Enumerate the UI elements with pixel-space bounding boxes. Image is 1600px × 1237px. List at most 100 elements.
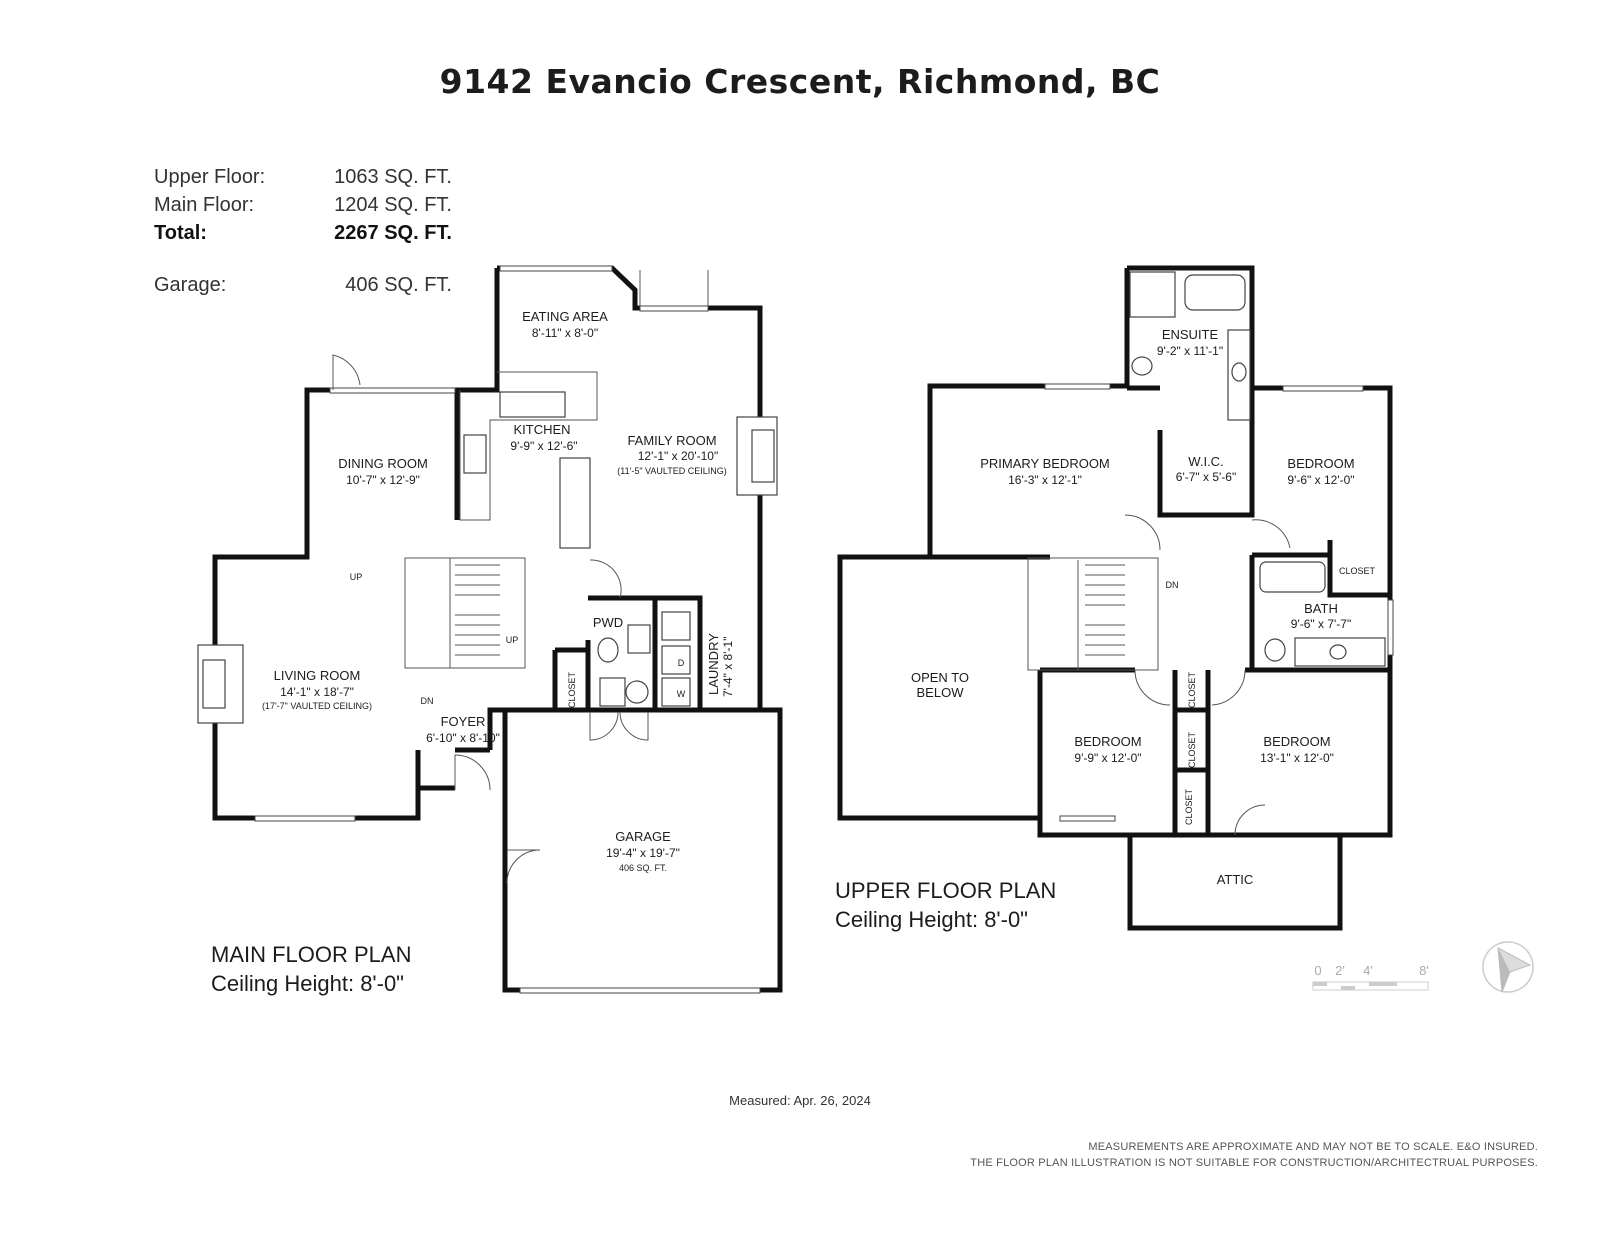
upper-floor-title: UPPER FLOOR PLAN xyxy=(835,878,1057,903)
fireplace-hearth xyxy=(751,429,775,483)
stair-label-down: DN xyxy=(1166,580,1179,590)
main-stairs xyxy=(404,557,526,669)
area-row-main: Main Floor: 1204 SQ. FT. xyxy=(152,194,452,222)
room-note-garage: 406 SQ. FT. xyxy=(619,863,667,873)
stair-label-up: UP xyxy=(506,635,519,645)
open-to-below-line1: OPEN TO xyxy=(911,670,969,685)
room-name-living-room: LIVING ROOM xyxy=(274,668,361,683)
upper-floor-caption: UPPER FLOOR PLAN Ceiling Height: 8'-0" xyxy=(835,876,1056,934)
room-dim-dining-room: 10'-7" x 12'-9" xyxy=(346,473,420,487)
washer xyxy=(661,677,691,707)
toilet xyxy=(597,637,619,663)
room-dim-primary-bedroom: 16'-3" x 12'-1" xyxy=(1008,473,1082,487)
dryer-label: D xyxy=(678,658,685,668)
door-swing xyxy=(589,559,622,599)
area-label: Upper Floor: xyxy=(154,166,266,188)
room-name-bedroom: BEDROOM xyxy=(1263,734,1330,749)
room-name-eating-area: EATING AREA xyxy=(522,309,608,324)
area-value: 2267 SQ. FT. xyxy=(334,222,452,244)
area-value: 1063 SQ. FT. xyxy=(334,166,452,188)
patio-door-leaf xyxy=(639,270,709,308)
room-name-ensuite: ENSUITE xyxy=(1162,327,1219,342)
room-name-closet: CLOSET xyxy=(1187,731,1197,768)
garage-side-door xyxy=(506,849,541,884)
room-name-powder-room: PWD xyxy=(593,615,623,630)
area-value: 1204 SQ. FT. xyxy=(334,194,452,216)
page-title: 9142 Evancio Crescent, Richmond, BC xyxy=(439,62,1161,101)
main-exterior-wall xyxy=(212,268,500,650)
garage-door xyxy=(519,987,761,994)
room-name-foyer: FOYER xyxy=(441,714,486,729)
scale-label: 2' xyxy=(1335,963,1345,978)
scale-label: 0 xyxy=(1314,963,1321,978)
interior-wall xyxy=(505,640,591,713)
window xyxy=(1387,599,1394,656)
disclaimer: MEASUREMENTS ARE APPROXIMATE AND MAY NOT… xyxy=(970,1139,1538,1171)
furnace xyxy=(625,680,649,704)
room-dim-garage: 19'-4" x 19'-7" xyxy=(606,846,680,860)
laundry-sink xyxy=(661,611,691,641)
shower xyxy=(1129,271,1176,318)
stove xyxy=(463,434,487,474)
interior-wall xyxy=(487,707,505,750)
room-name-bedroom: BEDROOM xyxy=(1074,734,1141,749)
room-dim-bath: 9'-6" x 7'-7" xyxy=(1291,617,1351,631)
door-swing xyxy=(1251,519,1291,549)
door-swing xyxy=(1134,669,1171,706)
room-name-garage: GARAGE xyxy=(615,829,671,844)
vanity-sink xyxy=(627,624,651,654)
main-exterior-wall xyxy=(502,598,783,993)
window xyxy=(1059,815,1116,822)
room-dim-family-room: 12'-1" x 20'-10" xyxy=(638,449,718,463)
room-note-family-room: (11'-5" VAULTED CEILING) xyxy=(617,466,726,476)
toilet xyxy=(1264,638,1286,662)
room-name-closet: CLOSET xyxy=(1184,788,1194,825)
fireplace-hearth xyxy=(202,659,226,709)
main-floor-plan: EATING AREA 8'-11" x 8'-0" KITCHEN 9'-9"… xyxy=(197,265,783,994)
interior-wall xyxy=(1157,388,1255,518)
door-swing xyxy=(619,711,649,741)
room-name-dining-room: DINING ROOM xyxy=(338,456,428,471)
room-name-primary-bedroom: PRIMARY BEDROOM xyxy=(980,456,1110,471)
room-dim-wic: 6'-7" x 5'-6" xyxy=(1176,470,1236,484)
bathtub xyxy=(1184,274,1246,311)
disclaimer-line: THE FLOOR PLAN ILLUSTRATION IS NOT SUITA… xyxy=(970,1157,1538,1169)
room-dim-kitchen: 9'-9" x 12'-6" xyxy=(510,439,577,453)
patio-door xyxy=(639,305,709,312)
window xyxy=(1282,385,1364,392)
kitchen-counter xyxy=(459,371,598,521)
bathtub xyxy=(1259,561,1326,593)
room-name-kitchen: KITCHEN xyxy=(513,422,570,437)
room-dim-eating-area: 8'-11" x 8'-0" xyxy=(532,326,598,340)
north-arrow-icon xyxy=(1482,941,1534,993)
toilet xyxy=(1131,356,1153,376)
room-dim-bedroom: 9'-9" x 12'-0" xyxy=(1074,751,1141,765)
dryer xyxy=(661,645,691,675)
window xyxy=(254,815,356,822)
room-dim-foyer: 6'-10" x 8'-10" xyxy=(426,731,500,745)
stair-label-up: UP xyxy=(350,572,363,582)
area-row-total: Total: 2267 SQ. FT. xyxy=(152,222,452,250)
vanity xyxy=(1294,637,1386,667)
disclaimer-line: MEASUREMENTS ARE APPROXIMATE AND MAY NOT… xyxy=(1088,1141,1538,1153)
stair-label-down: DN xyxy=(421,696,434,706)
upper-stairs xyxy=(1027,557,1159,671)
door-swing xyxy=(1234,804,1266,836)
main-floor-caption: MAIN FLOOR PLAN Ceiling Height: 8'-0" xyxy=(211,940,411,998)
main-floor-title: MAIN FLOOR PLAN xyxy=(211,942,412,967)
area-value: 406 SQ. FT. xyxy=(345,274,452,296)
area-label: Main Floor: xyxy=(154,194,255,216)
room-dim-living-room: 14'-1" x 18'-7" xyxy=(280,685,354,699)
upper-exterior-wall xyxy=(837,265,1393,931)
room-name-bedroom: BEDROOM xyxy=(1287,456,1354,471)
room-name-attic: ATTIC xyxy=(1217,872,1254,887)
upper-floor-ceiling: Ceiling Height: 8'-0" xyxy=(835,907,1028,932)
kitchen-island xyxy=(559,457,591,549)
room-dim-bedroom: 13'-1" x 12'-0" xyxy=(1260,751,1334,765)
measured-date: Measured: Apr. 26, 2024 xyxy=(729,1093,871,1108)
door-swing xyxy=(1124,514,1161,551)
room-dim-ensuite: 9'-2" x 11'-1" xyxy=(1157,344,1223,358)
area-label: Total: xyxy=(154,222,207,244)
washer-label: W xyxy=(677,689,686,699)
